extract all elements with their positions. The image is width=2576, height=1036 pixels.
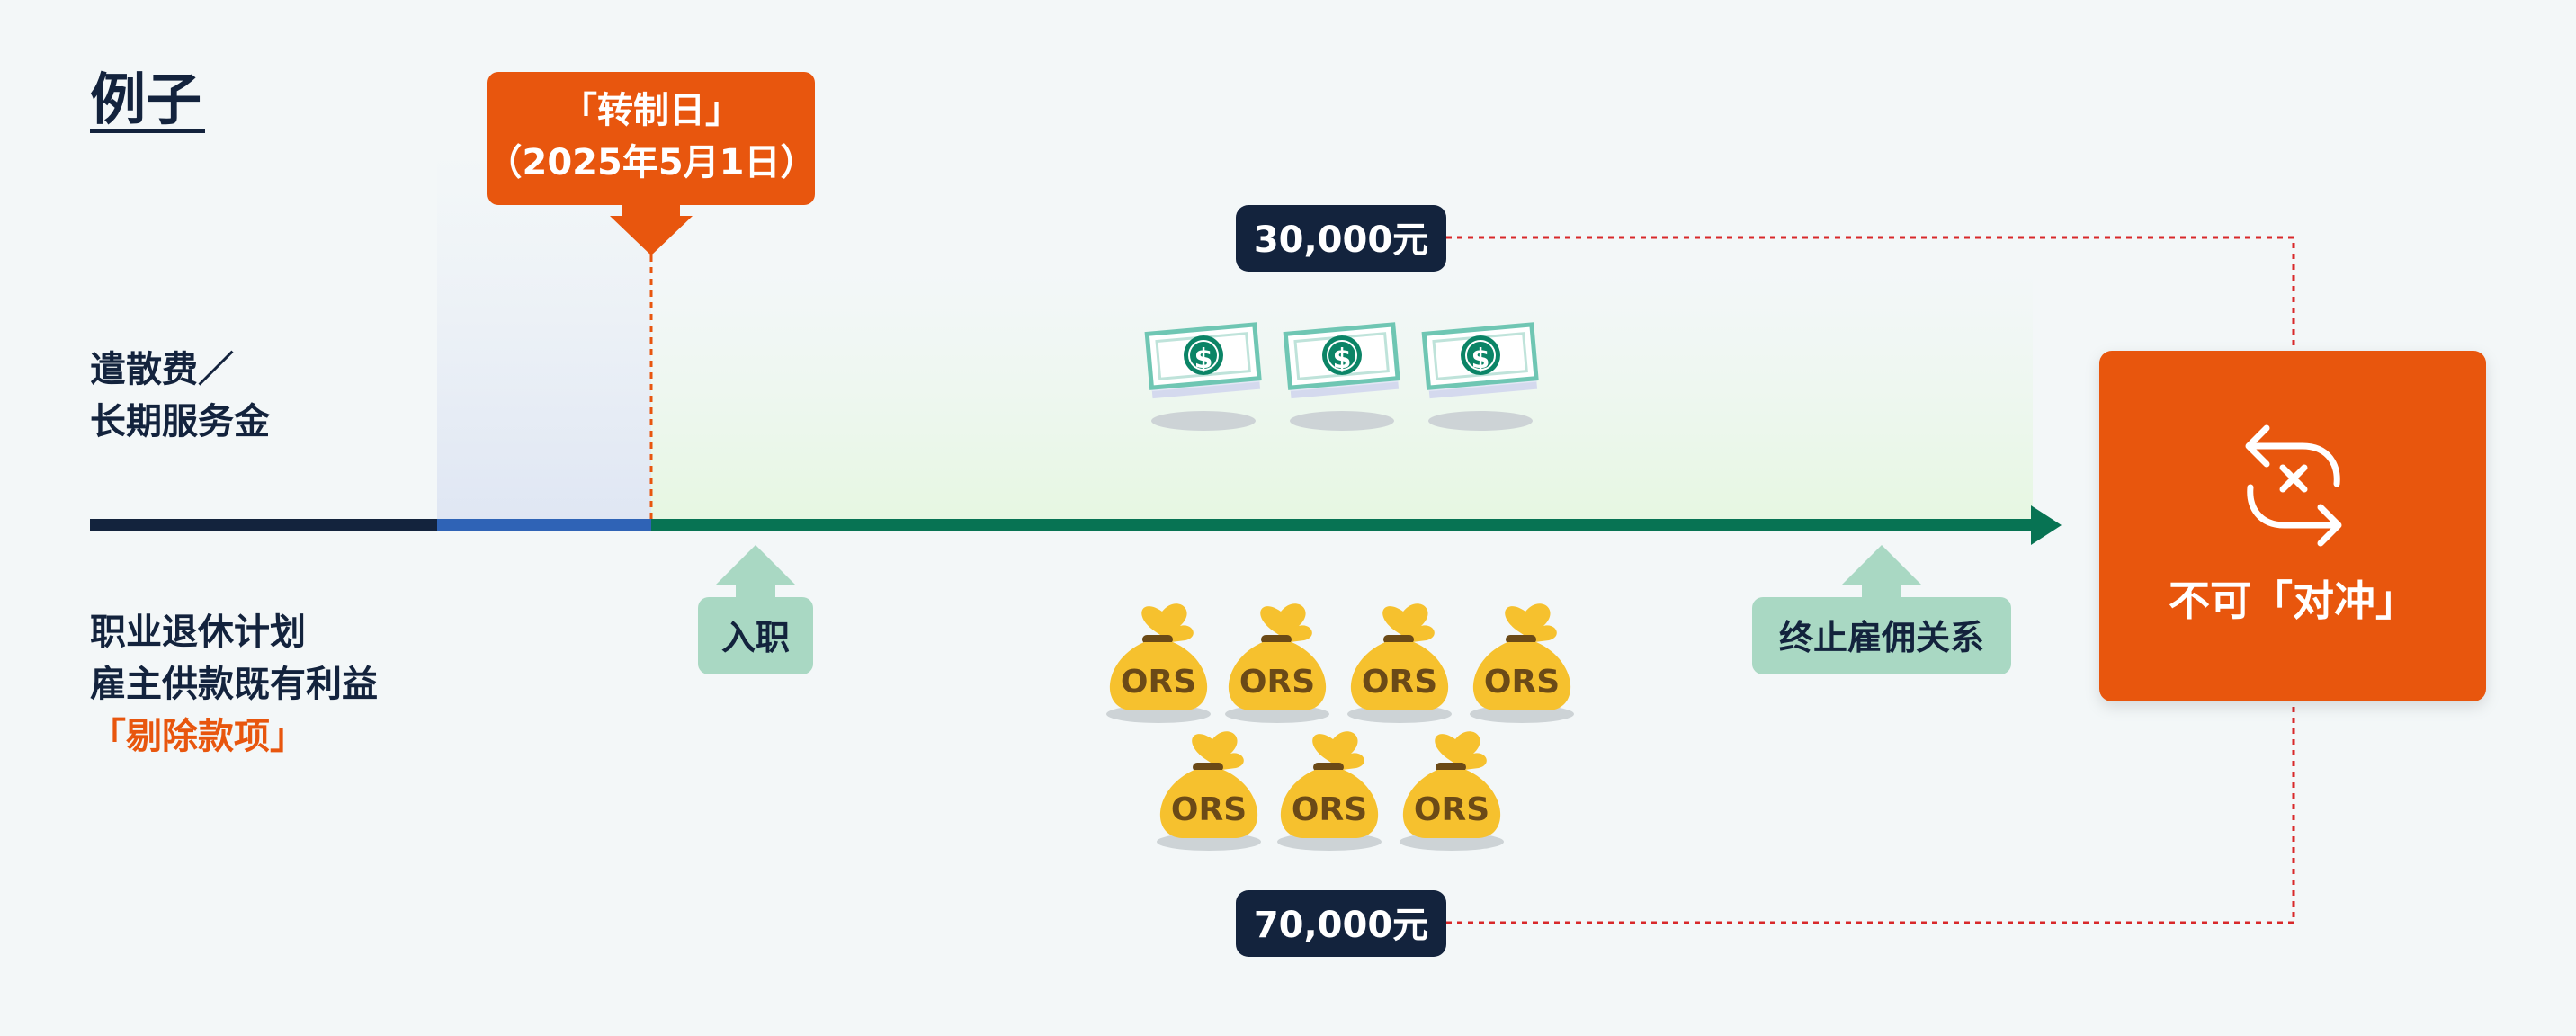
ors-bag-label: ORS — [1484, 664, 1560, 701]
join-event-pointer — [716, 545, 795, 601]
ors-money-bag-icon: ORS — [1106, 603, 1211, 723]
ors-money-bag-icon: ORS — [1347, 603, 1452, 723]
dollar-sign: $ — [1333, 344, 1352, 375]
severance-amount: 30,000元 — [1254, 219, 1428, 261]
timeline-segment-before-join — [90, 519, 439, 531]
ors-money-bag-icon: ORS — [1400, 731, 1504, 851]
ors-bag-label: ORS — [1414, 791, 1489, 828]
dollar-sign: $ — [1471, 344, 1490, 375]
conversion-day-title: 「转制日」 — [561, 90, 741, 131]
cash-icon: $ — [1147, 325, 1260, 431]
timeline-arrowhead — [2031, 505, 2062, 545]
termination-event-pointer — [1842, 545, 1921, 601]
title-underline — [90, 130, 205, 133]
pre-conversion-glow — [437, 153, 651, 522]
join-event-label: 入职 — [721, 618, 790, 657]
result-label: 不可「对冲」 — [2169, 576, 2417, 625]
termination-event-badge — [1752, 597, 2011, 674]
ors-money-bag-icon: ORS — [1157, 731, 1261, 851]
conversion-day-callout-pointer — [610, 203, 693, 255]
mpf-label-line2: 雇主供款既有利益 — [90, 664, 378, 705]
termination-event-label: 终止雇佣关系 — [1779, 618, 1984, 657]
post-conversion-glow — [651, 270, 2033, 522]
ors-money-bag-icon: ORS — [1225, 603, 1329, 723]
join-event-badge — [698, 597, 813, 674]
ors-amount: 70,000元 — [1254, 905, 1428, 946]
dollar-sign: $ — [1194, 344, 1213, 375]
conversion-day-date: （2025年5月1日） — [487, 142, 817, 183]
ors-bag-label: ORS — [1292, 791, 1367, 828]
severance-label-line2: 长期服务金 — [90, 401, 271, 442]
ors-money-bag-icon: ORS — [1470, 603, 1574, 723]
mpf-label-line3: 「剔除款项」 — [90, 716, 306, 757]
severance-label-line1: 遣散费／ — [90, 349, 234, 390]
mpf-label-line1: 职业退休计划 — [90, 612, 306, 653]
ors-amount-badge — [1236, 890, 1446, 957]
ors-money-bag-icon: ORS — [1277, 731, 1382, 851]
ors-bag-label: ORS — [1171, 791, 1247, 828]
ors-bag-label: ORS — [1121, 664, 1196, 701]
timeline-segment-pre-conversion — [437, 519, 653, 531]
no-offset-icon — [2245, 424, 2342, 547]
ors-connector-line — [1446, 701, 2295, 924]
timeline-segment-post-conversion — [651, 519, 2033, 531]
ors-bag-label: ORS — [1239, 664, 1315, 701]
ors-bag-label: ORS — [1362, 664, 1437, 701]
severance-amount-badge — [1236, 205, 1446, 272]
cash-icon: $ — [1285, 325, 1399, 431]
severance-connector-line — [1446, 236, 2295, 351]
cash-icon: $ — [1424, 325, 1537, 431]
conversion-day-callout — [487, 72, 815, 205]
page-title: 例子 — [90, 67, 201, 132]
